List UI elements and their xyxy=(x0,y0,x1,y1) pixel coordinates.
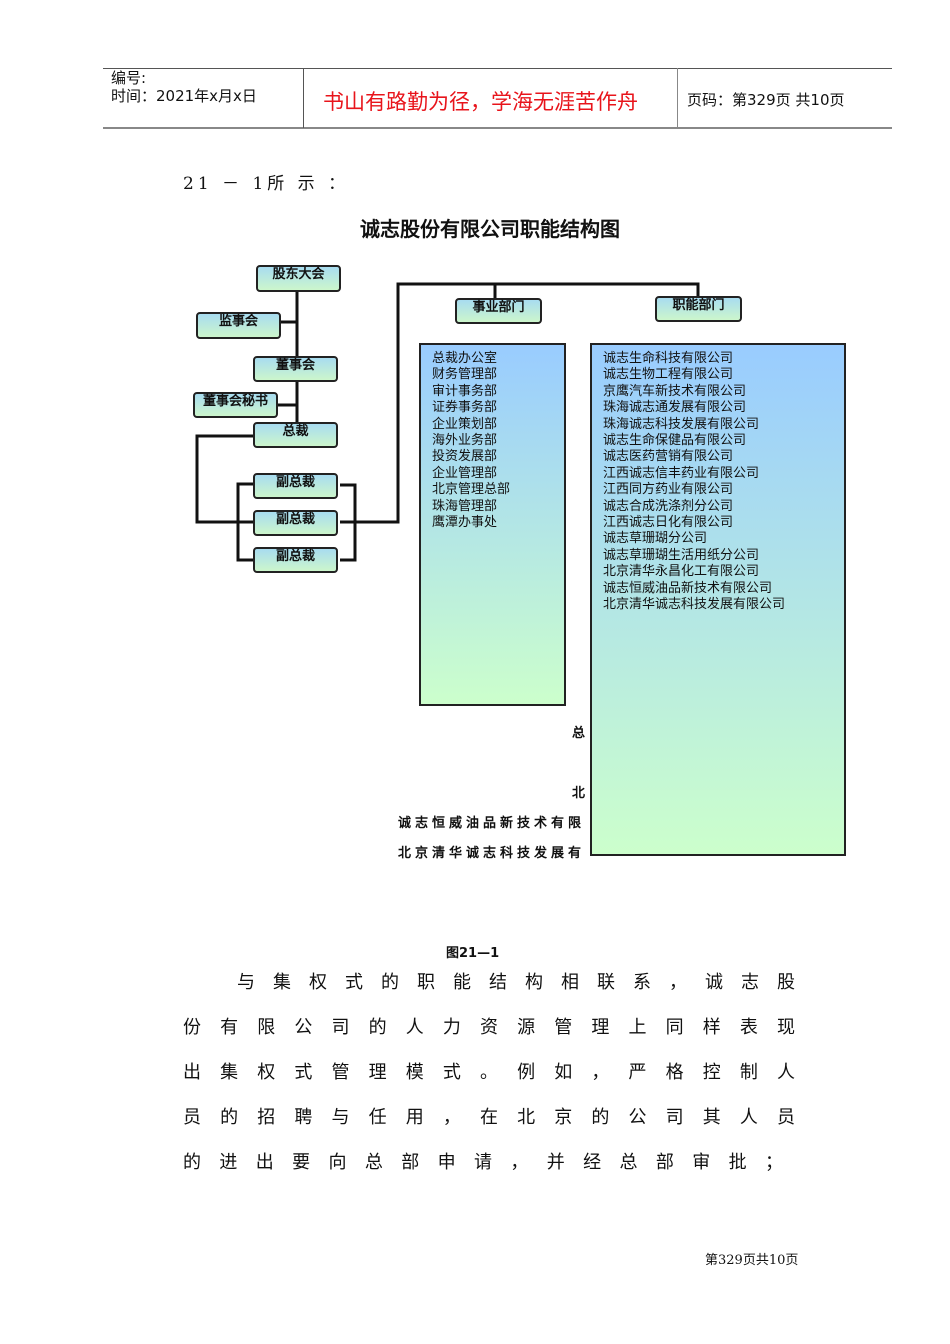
overflow-text: 诚志恒威油品新技术有限 xyxy=(398,816,586,831)
list-item: 证券事务部 xyxy=(432,400,498,416)
list-item: 北京清华诚志科技发展有限公司 xyxy=(603,597,786,613)
header-bottom-rule xyxy=(103,127,892,129)
list-item: 北京清华永昌化工有限公司 xyxy=(603,564,760,580)
node-supervisors: 监事会 xyxy=(196,312,281,339)
list-item: 企业管理部 xyxy=(432,465,498,481)
business-dept-list: 总裁办公室 财务管理部 审计事务部 证券事务部 企业策划部 海外业务部 投资发展… xyxy=(419,343,566,706)
list-item: 京鹰汽车新技术有限公司 xyxy=(603,383,747,399)
list-item: 珠海诚志通发展有限公司 xyxy=(603,400,747,416)
list-item: 鹰潭办事处 xyxy=(432,515,498,531)
header-divider xyxy=(677,68,678,128)
overflow-text: 总 xyxy=(572,726,590,741)
connector xyxy=(236,482,253,562)
list-item: 审计事务部 xyxy=(432,383,498,399)
functional-dept-list: 诚志生命科技有限公司 诚志生物工程有限公司 京鹰汽车新技术有限公司 珠海诚志通发… xyxy=(590,343,846,856)
node-functional-dept: 职能部门 xyxy=(655,296,742,322)
list-item: 诚志草珊瑚生活用纸分公司 xyxy=(603,547,760,563)
list-item: 诚志合成洗涤剂分公司 xyxy=(603,498,734,514)
chart-title: 诚志股份有限公司职能结构图 xyxy=(360,217,620,241)
node-vp: 副总裁 xyxy=(253,510,338,536)
node-business-dept: 事业部门 xyxy=(455,298,542,324)
overflow-text: 北京清华诚志科技发展有 xyxy=(398,846,586,861)
node-vp: 副总裁 xyxy=(253,547,338,573)
body-line: 份有限公司的人力资源管理上同样表现 xyxy=(183,1017,795,1038)
list-item: 诚志恒威油品新技术有限公司 xyxy=(603,580,773,596)
list-item: 珠海诚志科技发展有限公司 xyxy=(603,416,760,432)
body-line: 出集权式管理模式。例如，严格控制人 xyxy=(183,1062,795,1083)
list-item: 总裁办公室 xyxy=(432,351,498,366)
body-line: 员的招聘与任用，在北京的公司其人员 xyxy=(183,1107,795,1128)
list-item: 财务管理部 xyxy=(432,367,498,383)
list-item: 江西诚志信丰药业有限公司 xyxy=(603,465,760,481)
node-president: 总裁 xyxy=(253,422,338,448)
list-item: 诚志生命保健品有限公司 xyxy=(603,433,747,449)
header-divider xyxy=(303,68,304,128)
body-line: 与集权式的职能结构相联系，诚志股 xyxy=(237,972,795,993)
list-item: 投资发展部 xyxy=(432,449,498,465)
list-item: 诚志生命科技有限公司 xyxy=(603,351,734,366)
connector xyxy=(195,434,253,524)
list-item: 诚志草珊瑚分公司 xyxy=(603,531,708,547)
intro-text: 21 － 1所 示 ： xyxy=(183,174,350,194)
list-item: 诚志医药营销有限公司 xyxy=(603,449,734,465)
list-item: 北京管理总部 xyxy=(432,482,511,498)
list-item: 海外业务部 xyxy=(432,433,498,449)
connector xyxy=(340,282,700,524)
list-item: 江西诚志日化有限公司 xyxy=(603,515,734,531)
header-page: 页码：第329页 共10页 xyxy=(687,91,845,109)
page-footer: 第329页共10页 xyxy=(705,1253,799,1268)
figure-caption: 图21—1 xyxy=(446,946,500,961)
list-item: 江西同方药业有限公司 xyxy=(603,482,734,498)
list-item: 诚志生物工程有限公司 xyxy=(603,367,734,383)
header-date: 时间：2021年x月x日 xyxy=(111,87,257,105)
node-board: 董事会 xyxy=(253,356,338,382)
list-item: 珠海管理部 xyxy=(432,498,498,514)
node-shareholders: 股东大会 xyxy=(256,265,341,292)
header-top-rule xyxy=(103,68,892,69)
body-line: 的进出要向总部申请，并经总部审批； xyxy=(183,1152,783,1173)
list-item: 企业策划部 xyxy=(432,416,498,432)
org-chart-connectors xyxy=(195,282,700,562)
header-motto: 书山有路勤为径，学海无涯苦作舟 xyxy=(323,90,638,114)
overflow-text: 北 xyxy=(572,786,590,801)
node-vp: 副总裁 xyxy=(253,473,338,499)
node-secretary: 董事会秘书 xyxy=(193,392,278,418)
header-number: 编号: xyxy=(111,69,147,87)
